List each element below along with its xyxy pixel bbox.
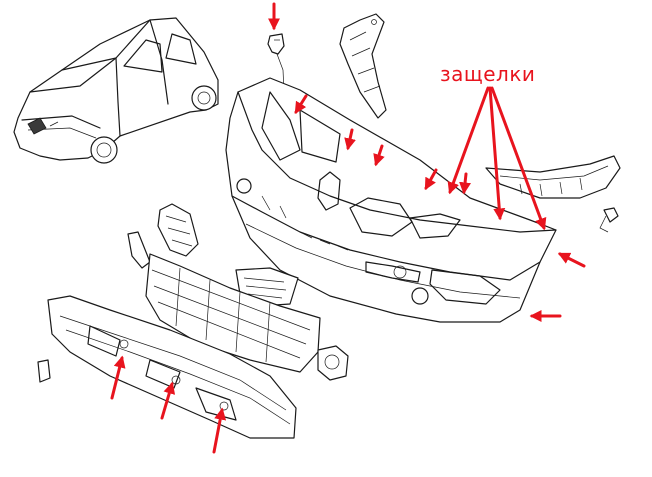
arrow-bumper-side [557,252,586,268]
arrow-undertray-3 [212,407,227,454]
arrow-latch-1 [447,86,490,195]
arrow-undertray-1 [110,355,126,400]
undertray [37,295,297,439]
right-bracket [485,155,621,233]
upper-bracket [339,13,387,119]
fog-cover [317,345,349,381]
grille-side-parts [127,203,299,307]
arrow-latch-3 [490,86,547,231]
arrow-bumper-top-4 [424,168,438,191]
arrow-bumper-top-2 [344,128,356,151]
car-illustration [13,17,219,164]
arrow-bumper-top-1 [294,94,308,115]
arrow-latch-2 [488,86,506,221]
red-arrows [110,2,586,454]
lower-grille [145,253,321,373]
latches-label: защелки [440,62,536,86]
arrow-undertray-2 [160,381,176,420]
front-bumper [225,77,557,323]
clip-part [267,33,285,93]
arrow-latch-4 [459,172,472,195]
arrow-bumper-top-3 [373,144,385,167]
